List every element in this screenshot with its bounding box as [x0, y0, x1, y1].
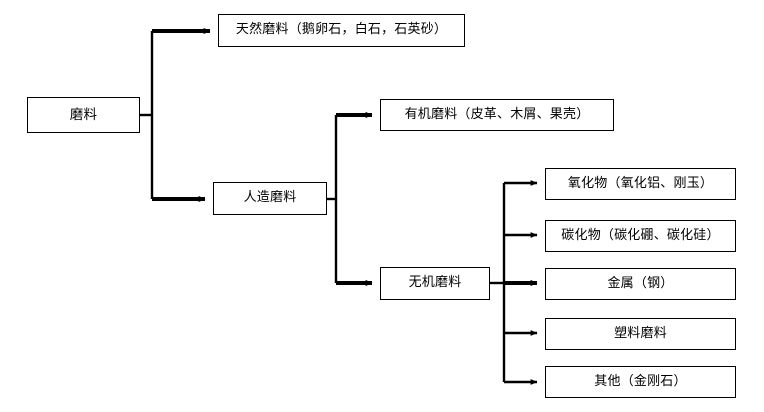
node-oxide-label: 氧化物（氧化铝、刚玉）	[567, 175, 714, 191]
node-organic-abrasive-label: 有机磨料（皮革、木屑、果壳）	[404, 106, 590, 122]
node-carbide: 碳化物（碳化硼、碳化硅）	[545, 220, 736, 252]
node-artificial-abrasive-label: 人造磨料	[243, 190, 297, 206]
node-other-label: 其他（金刚石）	[594, 373, 687, 389]
node-natural-abrasive: 天然磨料（鹅卵石，白石，石英砂）	[218, 14, 465, 47]
node-other: 其他（金刚石）	[545, 366, 736, 398]
node-metal: 金属（钢）	[545, 268, 736, 300]
node-carbide-label: 碳化物（碳化硼、碳化硅）	[561, 227, 720, 243]
node-inorganic-abrasive: 无机磨料	[380, 267, 490, 300]
node-plastic-abrasive: 塑料磨料	[545, 318, 736, 350]
node-root-abrasive: 磨料	[27, 97, 140, 133]
node-natural-abrasive-label: 天然磨料（鹅卵石，白石，石英砂）	[235, 22, 448, 38]
node-metal-label: 金属（钢）	[607, 275, 674, 291]
node-root-abrasive-label: 磨料	[69, 106, 98, 123]
node-oxide: 氧化物（氧化铝、刚玉）	[545, 168, 736, 200]
node-plastic-abrasive-label: 塑料磨料	[614, 325, 667, 341]
node-organic-abrasive: 有机磨料（皮革、木屑、果壳）	[380, 99, 614, 131]
node-artificial-abrasive: 人造磨料	[213, 182, 327, 215]
node-inorganic-abrasive-label: 无机磨料	[408, 275, 462, 291]
